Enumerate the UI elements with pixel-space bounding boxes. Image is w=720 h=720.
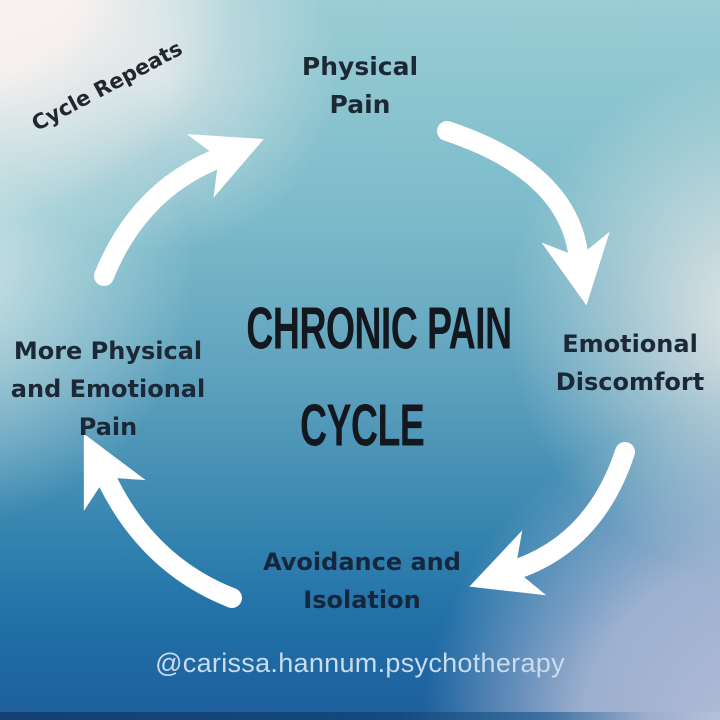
- stage-line: Avoidance and: [263, 548, 461, 576]
- stage-avoidance-isolation: Avoidance and Isolation: [243, 543, 481, 619]
- arrow-emotional-to-avoidance-icon: [469, 442, 635, 596]
- arrow-physical-to-emotional-icon: [437, 121, 610, 306]
- bottom-edge-strip: [0, 712, 720, 720]
- stage-line: Isolation: [303, 586, 421, 614]
- stage-line: and Emotional: [10, 375, 206, 403]
- stage-line: Pain: [329, 90, 391, 119]
- stage-physical-pain: Physical Pain: [250, 48, 470, 124]
- stage-more-physical-emotional-pain: More Physical and Emotional Pain: [5, 332, 211, 446]
- poster-title-line1: CHRONIC PAIN: [178, 295, 546, 371]
- poster-title-line2: CYCLE: [178, 392, 546, 468]
- stage-emotional-discomfort: Emotional Discomfort: [535, 325, 720, 401]
- stage-line: Emotional: [562, 330, 698, 358]
- poster-title: CHRONIC PAIN CYCLE: [178, 295, 546, 468]
- stage-line: Pain: [78, 413, 138, 441]
- stage-line: Physical: [301, 52, 419, 81]
- arrow-avoidance-to-more-pain-icon: [83, 433, 242, 608]
- poster-title-text1: CHRONIC PAIN: [246, 295, 512, 363]
- watermark-handle: @carissa.hannum.psychotherapy: [155, 648, 565, 678]
- stage-line: More Physical: [13, 337, 203, 365]
- arrow-more-pain-to-physical-icon: [94, 134, 264, 286]
- stage-line: Discomfort: [555, 368, 705, 396]
- poster-title-text2: CYCLE: [299, 392, 425, 460]
